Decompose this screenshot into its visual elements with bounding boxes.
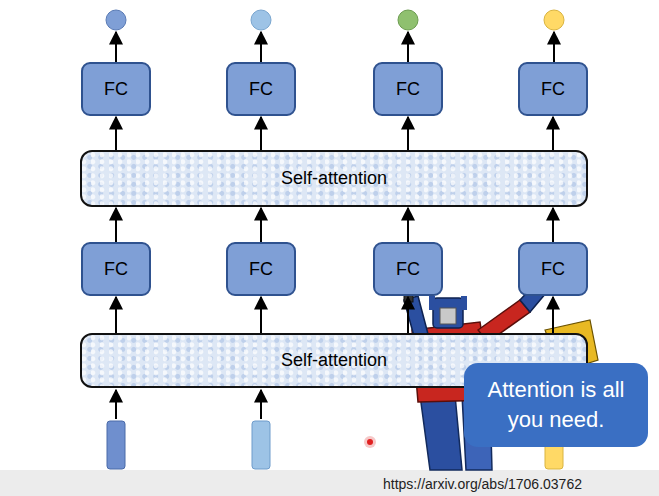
arrow-connector <box>552 297 554 333</box>
arrow-connector <box>552 208 554 242</box>
input-vector <box>107 421 125 469</box>
node-text: FC <box>104 79 128 100</box>
player-strip <box>0 470 659 496</box>
output-circle <box>398 10 418 30</box>
node-text: FC <box>541 79 565 100</box>
fc-box: FC <box>373 242 443 296</box>
arrow-connector <box>260 208 262 242</box>
cursor-dot <box>367 439 373 445</box>
arrow-connector <box>407 297 409 333</box>
fc-box: FC <box>226 242 296 296</box>
fc-box: FC <box>373 62 443 116</box>
node-text: FC <box>249 259 273 280</box>
arrow-connector <box>115 208 117 242</box>
self-attention-band: Self-attention <box>80 150 588 207</box>
fc-box: FC <box>81 242 151 296</box>
output-circle <box>544 10 564 30</box>
node-text: Attention is all you need. <box>476 375 636 434</box>
node-text: FC <box>396 79 420 100</box>
node-text: Self-attention <box>281 350 387 371</box>
node-text: Self-attention <box>281 168 387 189</box>
node-text: FC <box>396 259 420 280</box>
arrow-connector <box>260 117 262 150</box>
arrow-connector <box>115 297 117 333</box>
input-arrows <box>116 390 261 419</box>
input-vector <box>252 421 270 469</box>
arrow-connector <box>407 208 409 242</box>
fc-box: FC <box>81 62 151 116</box>
cursor-dot <box>364 436 376 448</box>
node-text: FC <box>541 259 565 280</box>
arrow-connector <box>115 117 117 150</box>
arrow-connector <box>407 117 409 150</box>
output-circle <box>106 10 126 30</box>
fc-box: FC <box>226 62 296 116</box>
node-text: FC <box>104 259 128 280</box>
output-arrows <box>116 32 554 62</box>
output-circle <box>251 10 271 30</box>
node-text: FC <box>249 79 273 100</box>
arrow-connector <box>552 117 554 150</box>
fc-box: FC <box>518 62 588 116</box>
fc-box: FC <box>518 242 588 296</box>
arrow-connector <box>260 297 262 333</box>
url-label: https://arxiv.org/abs/1706.03762 <box>383 476 582 492</box>
speech-bubble: Attention is all you need. <box>464 363 648 447</box>
